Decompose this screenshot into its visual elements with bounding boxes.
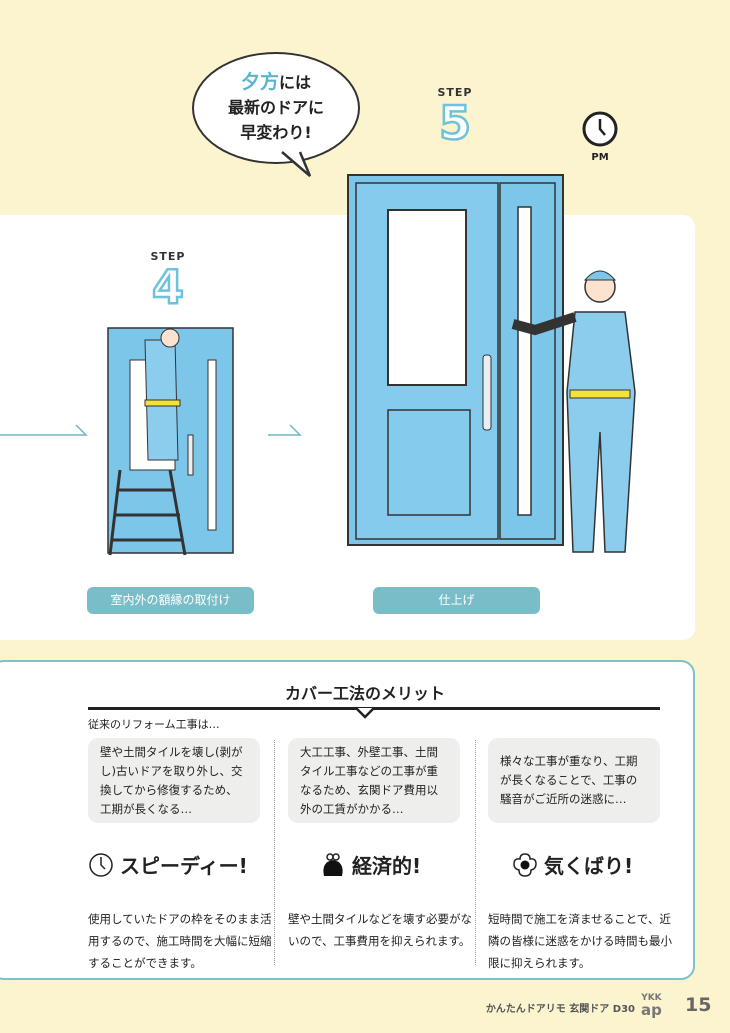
merit-title: カバー工法のメリット (284, 684, 445, 703)
page-number: 15 (685, 994, 712, 1016)
step-number: 4 (151, 260, 186, 314)
divider-notch (355, 708, 375, 719)
pm-clock: PM (580, 110, 620, 163)
step5-caption: 仕上げ (373, 587, 540, 614)
column-divider (475, 740, 476, 965)
step-label: STEP (150, 250, 186, 263)
flower-icon (513, 852, 537, 877)
new-door-illustration (347, 174, 564, 546)
clock-icon (582, 111, 618, 147)
merit-body: 壁や土間タイルなどを壊す必要がないので、工事費用を抑えられます。 (288, 912, 472, 948)
merit-heading-text: スピーディー! (120, 854, 248, 878)
merit-heading: 経済的! (320, 850, 421, 879)
bubble-text: 早変わり! (240, 123, 312, 142)
merit-heading-text: 気くばり! (544, 854, 634, 878)
clock-label: PM (591, 152, 609, 163)
problem-text: 大工工事、外壁工事、土間タイル工事などの工事が重なるため、玄関ドア費用以外の工賃… (300, 744, 438, 816)
footer-title: かんたんドアリモ 玄関ドア D30 (485, 1004, 635, 1015)
step-label: STEP (437, 86, 473, 99)
installation-illustration (107, 327, 234, 556)
bubble-highlight: 夕方 (240, 71, 279, 93)
bubble-text: には (279, 73, 312, 92)
arrow-icon (0, 424, 88, 436)
merit-heading: スピーディー! (88, 850, 248, 879)
bubble-text: 最新のドアに (227, 98, 324, 117)
merit-heading: 気くばり! (512, 850, 633, 879)
step-number: 5 (438, 96, 473, 150)
column-divider (274, 740, 275, 965)
purse-icon (323, 852, 343, 876)
problem-box: 壁や土間タイルを壊し(剥がし)古いドアを取り外し、交換してから修復するため、工期… (88, 738, 260, 823)
step4-caption: 室内外の額縁の取付け (87, 587, 254, 614)
step5-badge: STEP 5 (425, 86, 485, 150)
merit-body: 使用していたドアの枠をそのまま活用するので、施工時間を大幅に短縮することができま… (88, 912, 272, 970)
merit-body: 短時間で施工を済ませることで、近隣の皆様に迷惑をかける時間も最小限に抑えられます… (488, 912, 672, 970)
problem-box: 大工工事、外壁工事、土間タイル工事などの工事が重なるため、玄関ドア費用以外の工賃… (288, 738, 460, 823)
clock-icon (89, 852, 113, 877)
arrow-icon (268, 424, 302, 436)
merit-heading-text: 経済的! (352, 854, 422, 878)
worker-illustration (511, 270, 636, 553)
speech-bubble: 夕方には 最新のドアに 早変わり! (192, 52, 360, 164)
bubble-tail (281, 151, 312, 177)
step4-badge: STEP 4 (138, 250, 198, 314)
problem-box: 様々な工事が重なり、工期が長くなることで、工事の騒音がご近所の迷惑に… (488, 738, 660, 823)
conventional-label: 従来のリフォーム工事は… (88, 718, 220, 731)
problem-text: 様々な工事が重なり、工期が長くなることで、工事の騒音がご近所の迷惑に… (500, 754, 638, 806)
problem-text: 壁や土間タイルを壊し(剥がし)古いドアを取り外し、交換してから修復するため、工期… (100, 744, 243, 816)
